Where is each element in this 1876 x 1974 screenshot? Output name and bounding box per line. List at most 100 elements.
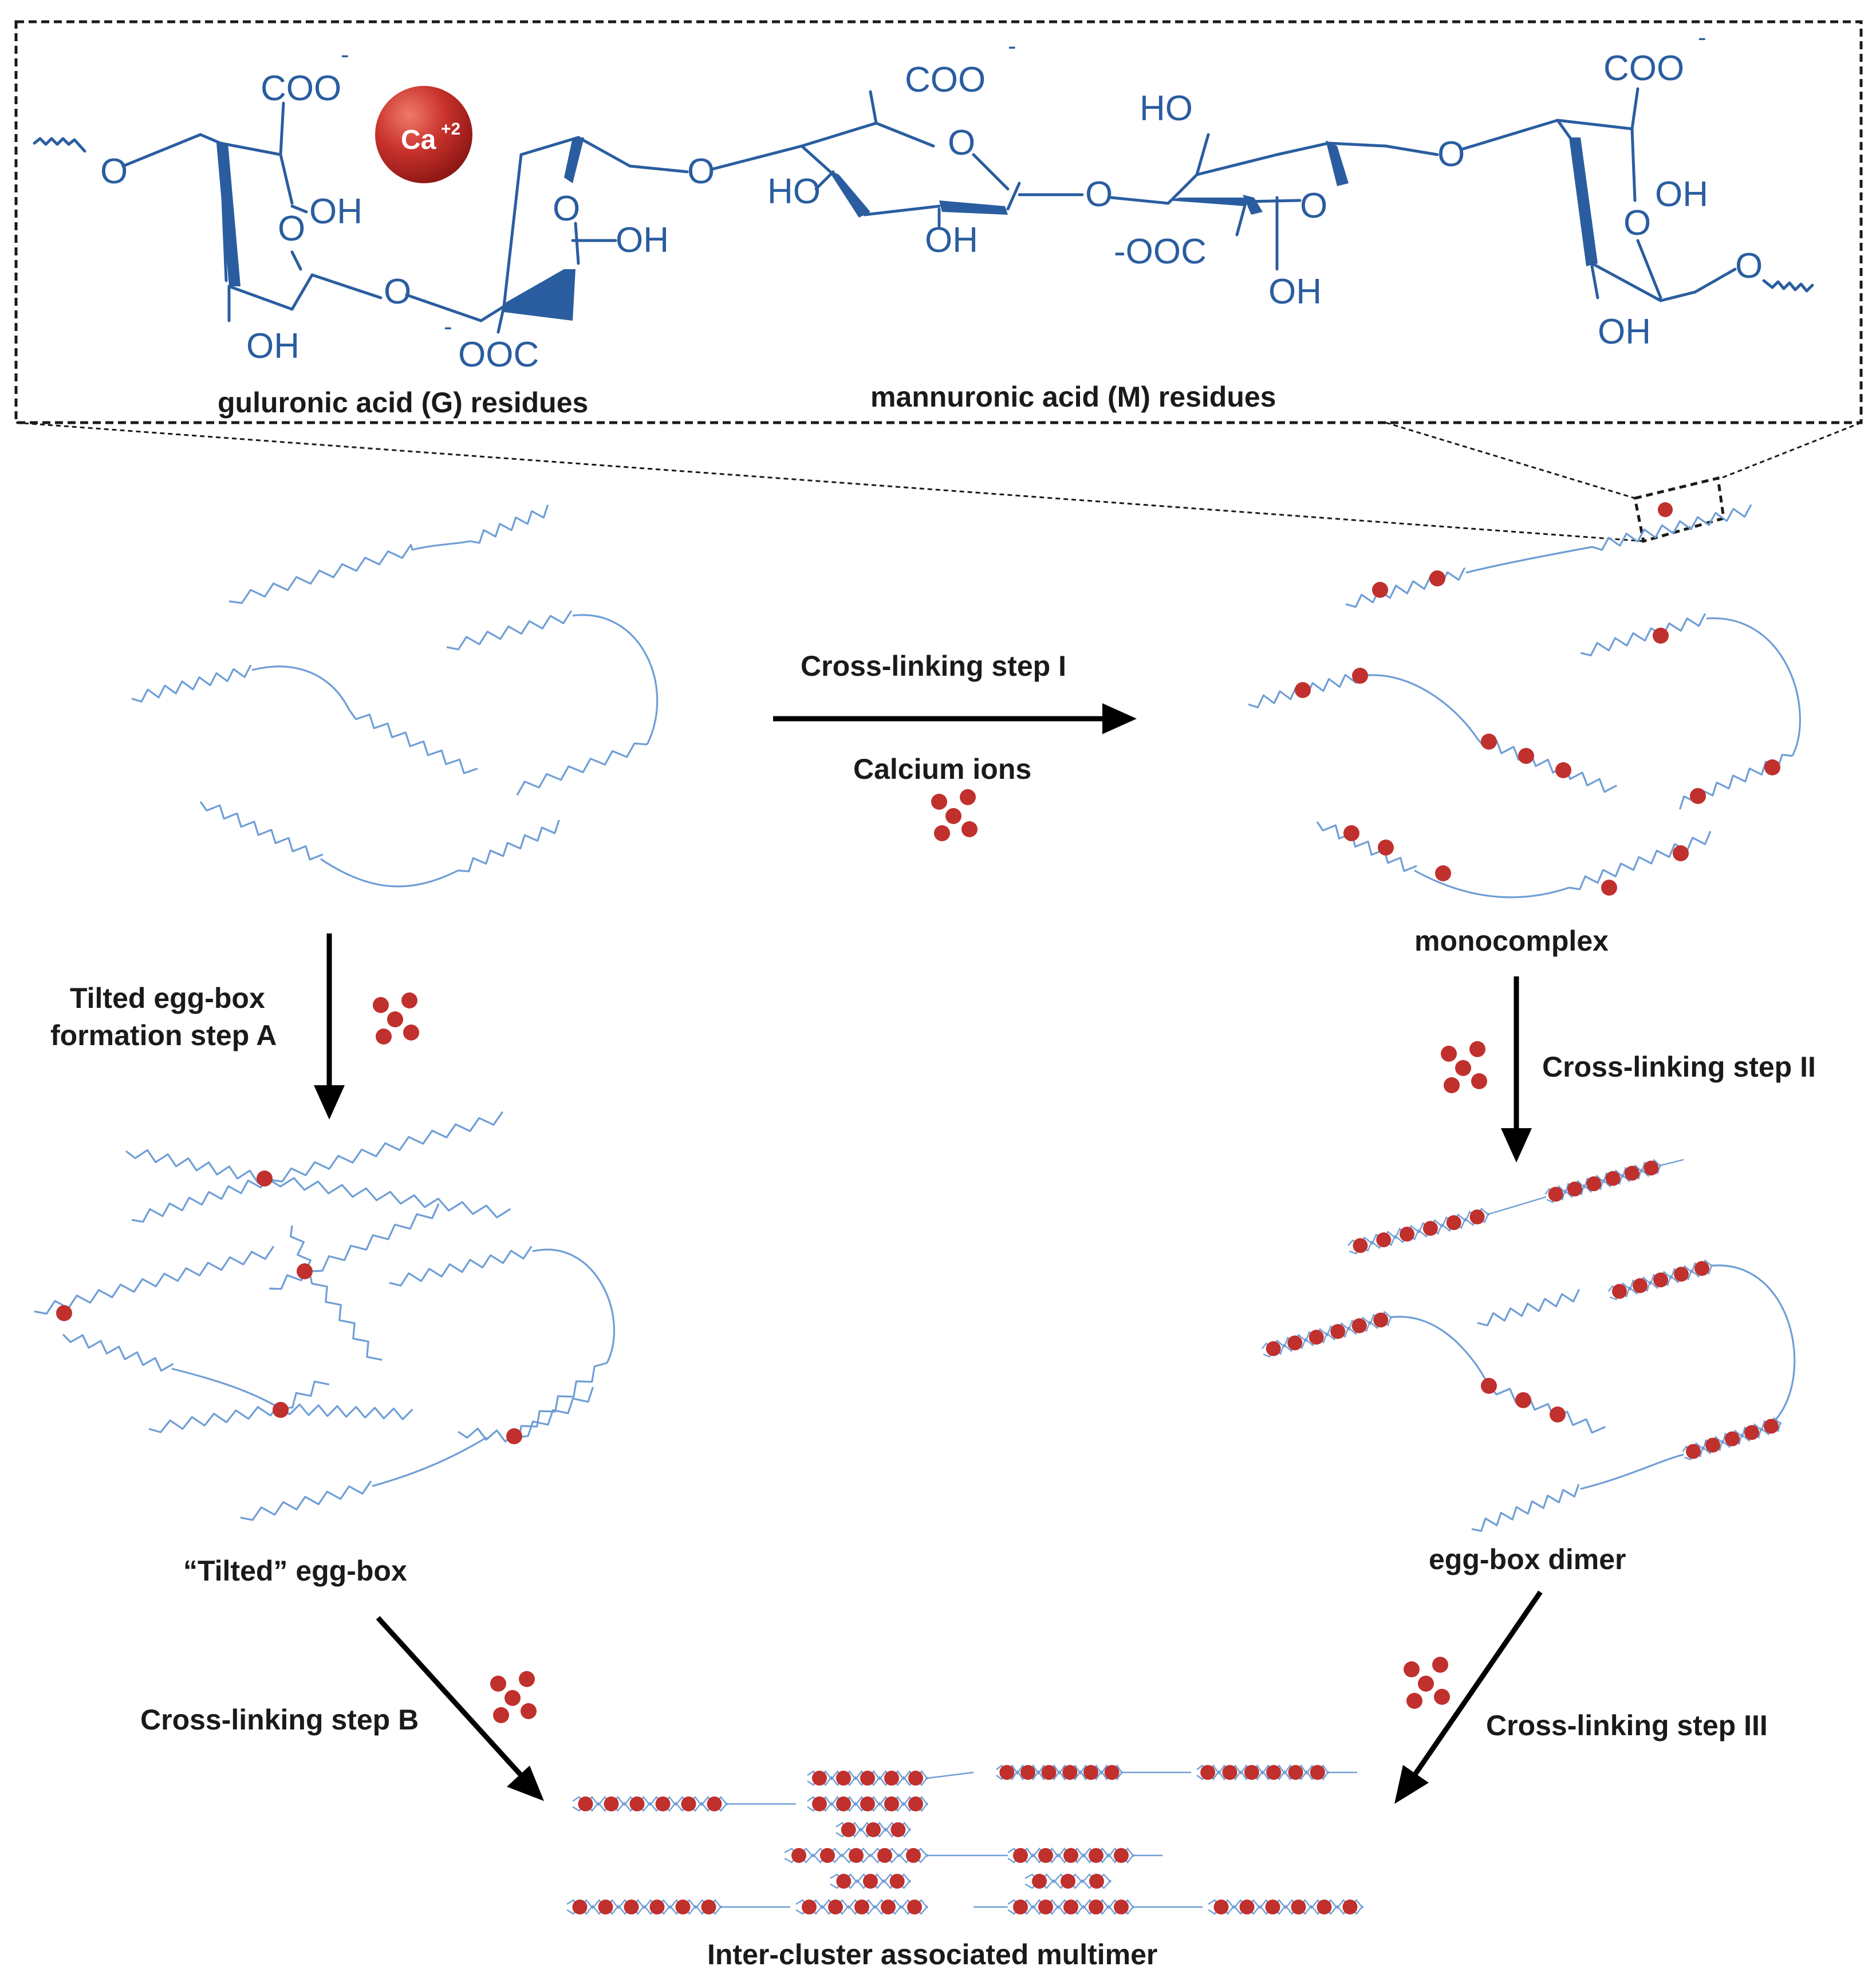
eggbox-strand [996, 1764, 1124, 1775]
calcium-ion [1351, 1318, 1367, 1333]
alginate-chain [131, 1174, 511, 1223]
calcium-ion [1605, 1171, 1621, 1186]
calcium-ion [1435, 865, 1451, 881]
calcium-ion [961, 821, 978, 837]
structure-dashed-box [14, 20, 1863, 424]
step-3-label: Cross-linking step III [1486, 1709, 1768, 1741]
calcium-ion [1291, 1900, 1306, 1914]
calcium-ion [1586, 1176, 1602, 1192]
svg-text:O: O [1437, 135, 1465, 174]
calcium-ion [863, 1874, 878, 1889]
calcium-ion [629, 1796, 645, 1811]
step-1-label: Cross-linking step I [801, 650, 1066, 682]
calcium-ion [1446, 1215, 1461, 1230]
alginate-chain [125, 1111, 504, 1184]
calcium-ion [707, 1796, 722, 1811]
calcium-ion [960, 789, 976, 805]
calcium-ion [1481, 734, 1497, 750]
calcium-ion [1406, 1693, 1422, 1709]
calcium-ion [802, 1900, 817, 1914]
calcium-ion [1550, 1406, 1566, 1423]
calcium-ion [1744, 1425, 1759, 1440]
calcium-ion [836, 1796, 851, 1811]
calcium-cluster-step-3 [1404, 1657, 1450, 1709]
calcium-ion [884, 1796, 899, 1811]
calcium-ion [836, 1874, 852, 1889]
calcium-ion [1625, 1165, 1639, 1181]
step-1-sublabel: Calcium ions [853, 753, 1031, 785]
calcium-ion [1083, 1765, 1098, 1780]
calcium-ion [1515, 1392, 1531, 1408]
calcium-ion [1104, 1765, 1120, 1780]
svg-text:-OOC: -OOC [1114, 232, 1207, 271]
calcium-ion [1244, 1765, 1259, 1780]
calcium-ion [681, 1796, 696, 1811]
calcium-ion [906, 1848, 921, 1863]
calcium-ion [1013, 1848, 1028, 1863]
calcium-ion-large: Ca +2 [375, 86, 472, 183]
calcium-ion [1612, 1284, 1627, 1299]
eggbox-strand [566, 1899, 722, 1909]
calcium-ion [1330, 1324, 1346, 1339]
calcium-ion [1653, 628, 1669, 644]
arrow-step-1 [773, 703, 1137, 734]
calcium-ion [1266, 1765, 1282, 1780]
calcium-ion [649, 1900, 665, 1914]
calcium-ion [1432, 1657, 1448, 1673]
svg-text:O: O [1623, 203, 1651, 243]
svg-text:O: O [1735, 246, 1763, 286]
svg-text:Ca: Ca [401, 125, 436, 155]
eggbox-strand [1544, 1159, 1662, 1197]
eggbox-strand [1208, 1905, 1363, 1915]
calcium-ion [881, 1900, 896, 1914]
svg-text:-: - [1698, 23, 1706, 52]
svg-text:OH: OH [925, 220, 978, 260]
calcium-ion [1089, 1874, 1104, 1889]
calcium-ion [598, 1900, 613, 1914]
arrow-step-a [314, 933, 345, 1120]
calcium-ion [1373, 1313, 1389, 1327]
calcium-ion [1764, 759, 1780, 775]
calcium-ion [907, 1900, 922, 1914]
eggbox-strand [1488, 1196, 1547, 1215]
m-residue-2: HO O OH -OOC O [1114, 89, 1559, 312]
calcium-ion [1213, 1900, 1229, 1914]
calcium-ion [1376, 1232, 1392, 1247]
calcium-ion [1041, 1765, 1057, 1780]
calcium-ion [812, 1771, 827, 1786]
calcium-ion [884, 1771, 899, 1786]
calcium-ion [1471, 1073, 1487, 1089]
calcium-ion [257, 1171, 273, 1187]
calcium-ion [1114, 1848, 1129, 1863]
calcium-ion [1725, 1431, 1740, 1447]
calcium-ion [1705, 1437, 1720, 1453]
calcium-ion [1353, 1238, 1368, 1253]
calcium-ion [490, 1676, 506, 1692]
calcium-ion [1222, 1765, 1237, 1780]
calcium-cluster-step-b [490, 1671, 537, 1723]
calcium-ion [1444, 1077, 1460, 1093]
calcium-ion [373, 997, 389, 1013]
calcium-ion [1400, 1227, 1415, 1242]
svg-text:O: O [948, 123, 975, 163]
calcium-ion [1038, 1900, 1053, 1914]
zoom-marker-box [1633, 476, 1725, 543]
calcium-ion [931, 794, 947, 810]
calcium-cluster-step-1 [931, 789, 978, 841]
calcium-ion [999, 1765, 1015, 1780]
alginate-chain [1391, 1315, 1606, 1434]
step-2-label: Cross-linking step II [1542, 1051, 1816, 1083]
svg-text:OH: OH [1655, 175, 1708, 214]
svg-text:COO: COO [1603, 49, 1684, 88]
alginate-chain [148, 1380, 330, 1433]
calcium-ion [624, 1900, 639, 1914]
calcium-ion [877, 1848, 892, 1863]
step-b-label: Cross-linking step B [140, 1704, 419, 1736]
calcium-ion [506, 1428, 522, 1444]
calcium-ion [1020, 1765, 1035, 1780]
multimer-calcium [572, 1765, 1358, 1914]
eggbox-strand [1208, 1899, 1363, 1909]
calcium-ion [578, 1796, 593, 1811]
svg-text:O: O [687, 152, 715, 191]
calcium-cluster-step-a [373, 992, 419, 1045]
